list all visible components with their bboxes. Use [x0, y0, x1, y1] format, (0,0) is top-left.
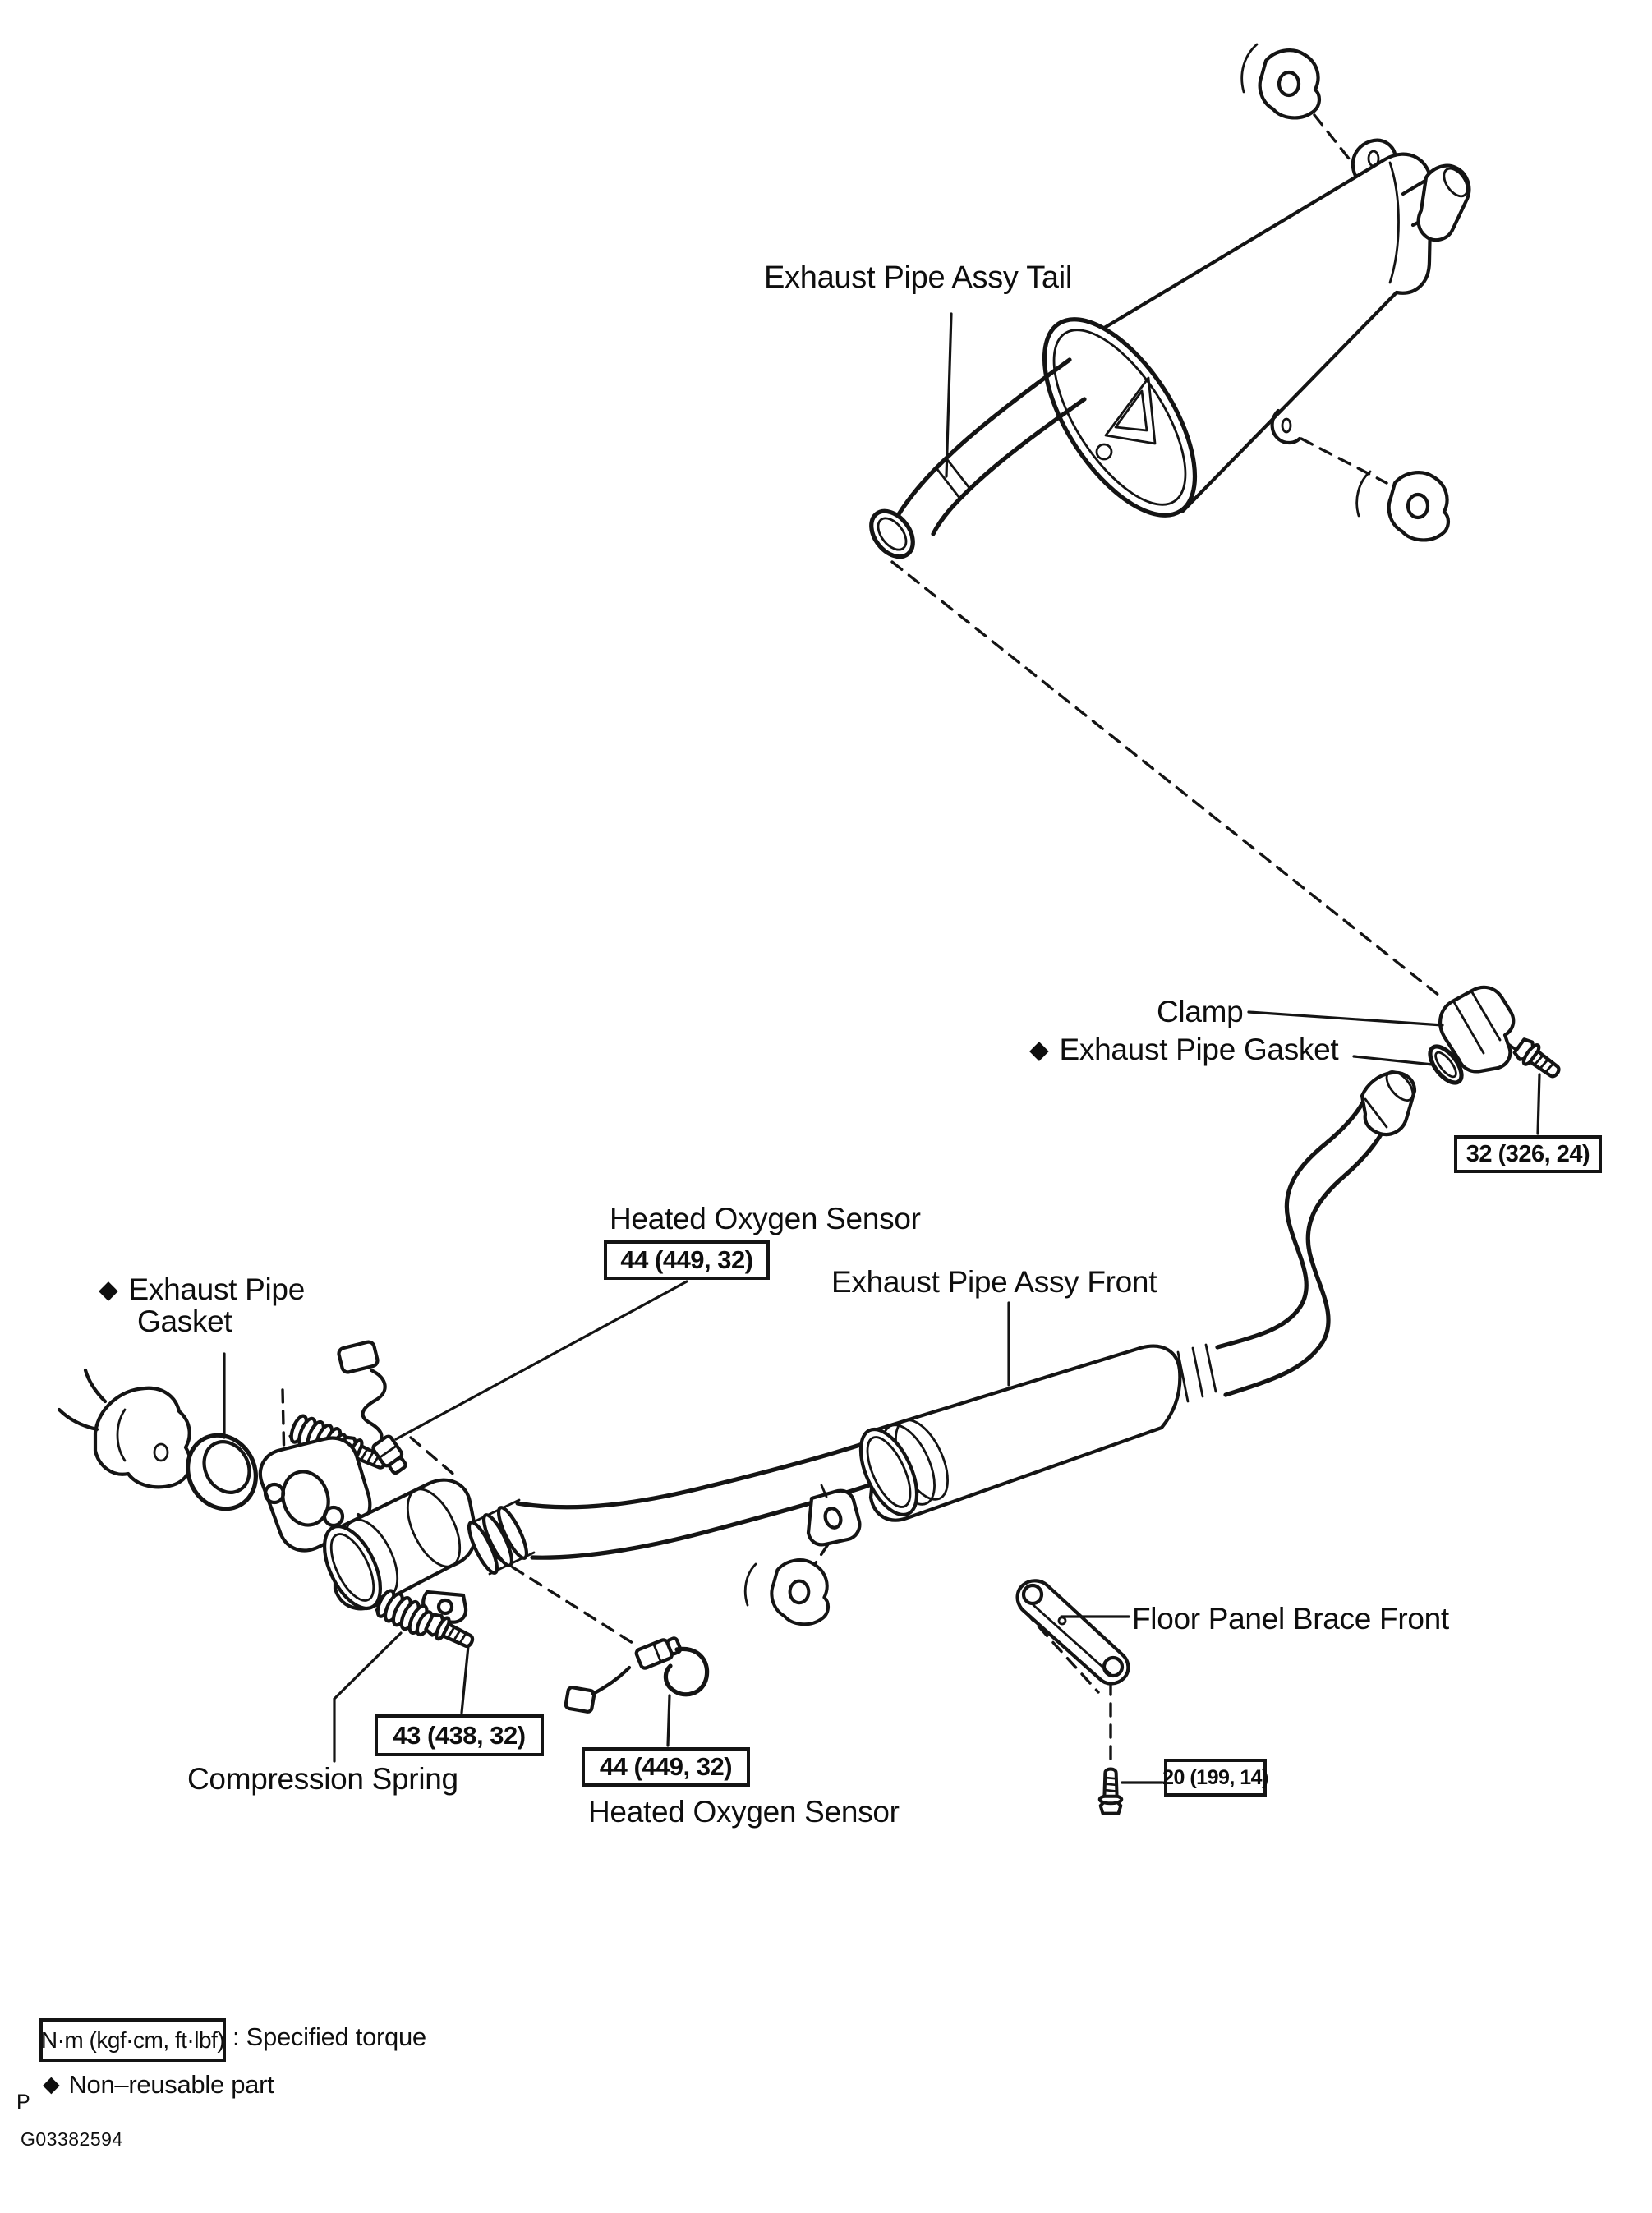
legend-torque-unit-box: N·m (kgf·cm, ft·lbf)	[39, 2018, 226, 2062]
clamp-label: Clamp	[1157, 995, 1244, 1028]
front-hanger-grommet	[770, 1558, 831, 1626]
o2-sensor-bottom-part	[564, 1636, 710, 1714]
front-gasket-label-line2: Gasket	[137, 1304, 232, 1339]
tail-gasket-ring	[1428, 1044, 1464, 1085]
non-reusable-diamond-icon: ◆	[99, 1275, 118, 1304]
front-pipe-assembly	[57, 1070, 1417, 1714]
clamp-part	[1438, 985, 1516, 1074]
legend-non-reusable: ◆ Non–reusable part	[43, 2070, 274, 2099]
tail-gasket-label: ◆ Exhaust Pipe Gasket	[1029, 1033, 1339, 1066]
torque-box-clamp-bolt: 32 (326, 24)	[1454, 1135, 1602, 1173]
muffler-emblem-triangle	[1104, 376, 1157, 445]
pipe-connection-cluster	[1428, 985, 1564, 1085]
non-reusable-diamond-icon: ◆	[43, 2072, 60, 2096]
page-marker: P	[16, 2091, 30, 2114]
front-gasket-label-line1: Exhaust Pipe	[128, 1272, 306, 1306]
tail-gasket-label-text: Exhaust Pipe Gasket	[1059, 1033, 1339, 1066]
front-gasket-label: ◆ Exhaust Pipe Gasket	[99, 1272, 306, 1339]
flex-bellows	[467, 1498, 536, 1576]
legend-torque-meaning: : Specified torque	[232, 2022, 426, 2051]
front-pipe-flange	[258, 1436, 372, 1553]
tail-hanger-bottom	[1389, 472, 1448, 540]
torque-box-o2-sensor-bottom: 44 (449, 32)	[582, 1747, 750, 1787]
front-assembly-label: Exhaust Pipe Assy Front	[831, 1265, 1157, 1299]
engine-outlet-stub	[57, 1368, 192, 1489]
tail-muffler-assembly	[869, 43, 1471, 559]
tail-inlet-pipe	[869, 357, 1087, 559]
legend-non-reusable-text: Non–reusable part	[68, 2070, 274, 2099]
resonator	[858, 1343, 1217, 1522]
floor-brace-bar	[1015, 1579, 1130, 1686]
intermediate-pipe	[515, 1440, 870, 1510]
non-reusable-diamond-icon: ◆	[1029, 1035, 1049, 1064]
o2-sensor-top-label: Heated Oxygen Sensor	[610, 1202, 921, 1235]
outlet-s-pipe	[1215, 1070, 1417, 1397]
outlet-flare-end	[1360, 1070, 1417, 1137]
tail-assembly-label: Exhaust Pipe Assy Tail	[764, 260, 1073, 295]
torque-box-brace-bolt: 20 (199, 14)	[1162, 1759, 1268, 1797]
tail-inlet-flange	[869, 508, 915, 559]
tail-hanger-top	[1260, 50, 1319, 117]
leader-lines	[223, 312, 1541, 1784]
o2-sensor-top-part	[337, 1340, 407, 1475]
figure-code: G03382594	[21, 2128, 123, 2150]
tailpipe-tip	[1416, 163, 1471, 242]
floor-brace-label: Floor Panel Brace Front	[1132, 1602, 1449, 1636]
compression-spring-label: Compression Spring	[187, 1762, 458, 1796]
torque-box-spring-bolt: 43 (438, 32)	[375, 1714, 544, 1756]
brace-bolt	[1097, 1767, 1124, 1815]
pipe-hanger-bracket	[806, 1484, 862, 1547]
muffler-hanger-pin-bottom	[1270, 408, 1302, 445]
o2-sensor-bottom-label: Heated Oxygen Sensor	[588, 1795, 900, 1829]
torque-box-o2-sensor-top: 44 (449, 32)	[604, 1240, 770, 1280]
floor-brace-assembly	[1015, 1579, 1130, 1815]
